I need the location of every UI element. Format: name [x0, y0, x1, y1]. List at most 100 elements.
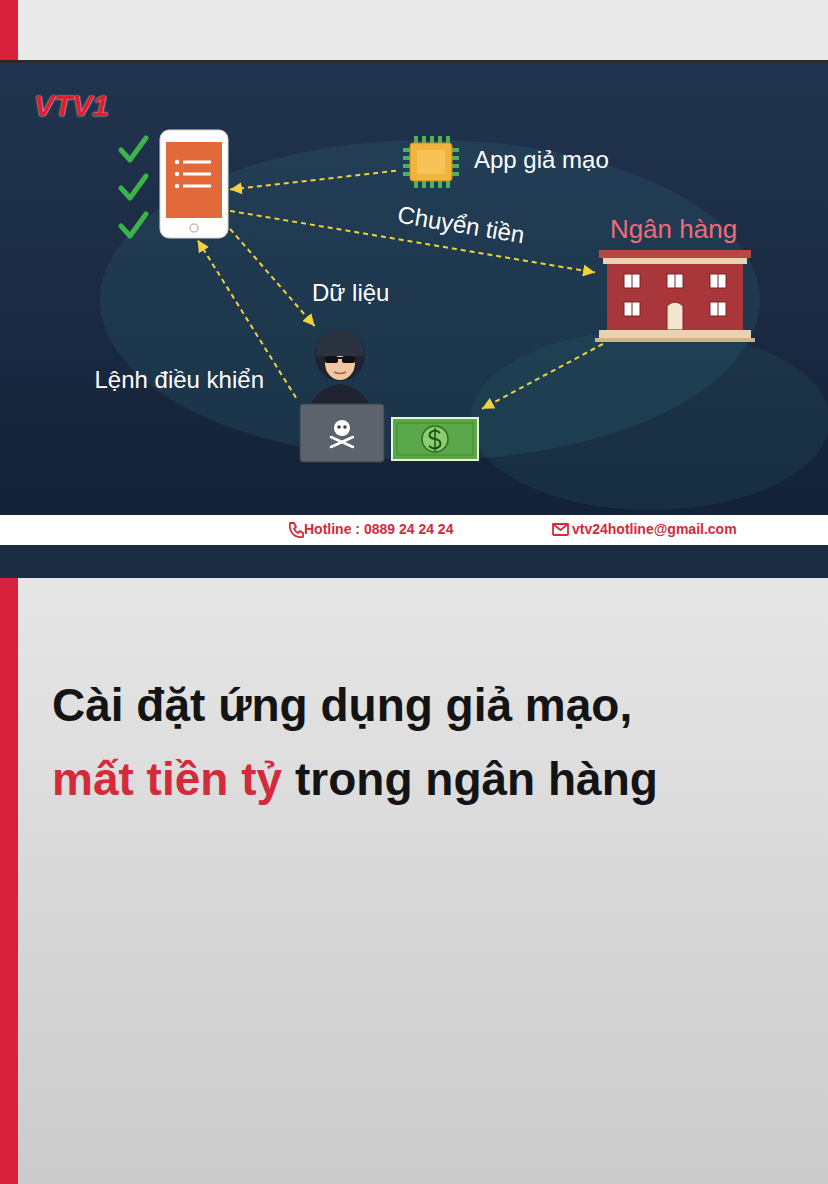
hotline-text: Hotline : 0889 24 24 24 [304, 521, 453, 538]
chip-icon [422, 136, 426, 143]
money-bill [434, 428, 436, 451]
chip-icon [438, 136, 442, 143]
hacker-figure [325, 356, 338, 363]
hacker-figure [343, 425, 347, 429]
chip-icon [403, 136, 459, 188]
hacker-figure [331, 437, 353, 447]
page-background [0, 578, 18, 1184]
hacker-node [296, 326, 482, 464]
bank-building [718, 302, 719, 316]
hacker-figure [342, 356, 355, 363]
hacker-figure [331, 437, 353, 447]
bank-building [632, 302, 633, 316]
chip-icon [403, 148, 410, 152]
page-background [0, 578, 828, 1184]
flow-arrow [230, 171, 396, 190]
channel-logo: VTV1 [34, 88, 109, 124]
chip-icon [430, 136, 434, 143]
hacker-figure [315, 331, 365, 381]
hacker-figure [300, 330, 384, 462]
email-text: vtv24hotline@gmail.com [572, 521, 737, 538]
money-bill [392, 418, 478, 460]
phone-icon [175, 184, 179, 188]
check-marks [121, 176, 146, 198]
money-bill [422, 426, 448, 452]
check-marks [121, 138, 146, 236]
bank-building [710, 302, 726, 316]
hacker-figure [331, 437, 353, 447]
phone-icon [175, 160, 179, 164]
bank-building [624, 274, 640, 288]
hacker-figure [334, 420, 350, 436]
chip-icon [403, 164, 410, 168]
chip-icon [403, 172, 410, 176]
node-label: Ngân hàng [595, 214, 752, 245]
hacker-figure [337, 425, 341, 429]
headline-text: trong ngân hàng [295, 752, 658, 807]
chip-icon [430, 181, 434, 188]
hacker-figure [300, 404, 384, 462]
headline-highlight: mất tiền tỷ [52, 752, 282, 807]
chip-icon [446, 181, 450, 188]
page-background [0, 0, 828, 60]
phone-icon [183, 161, 211, 164]
phone-icon [160, 130, 228, 238]
chip-icon [414, 136, 418, 143]
arrow-label: Lệnh điều khiển [95, 366, 264, 395]
bank-building [599, 330, 751, 338]
flow-arrow [482, 344, 603, 409]
chip-icon [446, 136, 450, 143]
contact-icons [553, 524, 568, 530]
chip-icon [403, 136, 459, 188]
bank-building [607, 264, 743, 330]
page-background [0, 60, 828, 63]
chip-icon [452, 172, 459, 176]
money-bill [392, 418, 478, 460]
phone-icon [190, 224, 198, 232]
hacker-figure [334, 372, 346, 374]
bank-building [718, 274, 719, 288]
phone-icon [183, 173, 211, 176]
node-label: App giả mạo [474, 146, 609, 175]
chip-icon [417, 150, 445, 174]
page-background [0, 0, 18, 60]
money-bill [397, 423, 473, 455]
chip-icon [452, 148, 459, 152]
chip-icon [452, 164, 459, 168]
page-background [470, 330, 828, 510]
bank-node: Ngân hàng [595, 214, 752, 344]
hacker-figure [316, 330, 364, 356]
bank-building [624, 302, 640, 316]
chip-icon [410, 143, 452, 181]
phone-icon [183, 185, 211, 188]
bank-building [595, 250, 755, 342]
chip-icon [403, 156, 410, 160]
page-background [0, 545, 828, 578]
headline-title: Cài đặt ứng dụng giả mạo, [52, 678, 632, 733]
chip-icon [414, 181, 418, 188]
check-marks [121, 138, 146, 160]
bank-building [599, 250, 751, 258]
bank-building [667, 274, 683, 288]
bank-building [603, 258, 747, 264]
page-background [0, 515, 828, 545]
contact-icons [553, 524, 568, 535]
arrow-label: Dữ liệu [312, 279, 389, 308]
chip-icon [452, 156, 459, 160]
bank-building [595, 338, 755, 342]
fake-app-node: App giả mạo [396, 130, 613, 190]
bank-building [710, 274, 726, 288]
hacker-figure [338, 357, 342, 359]
phone-icon [175, 172, 179, 176]
phone-node [158, 128, 230, 240]
chip-icon [422, 181, 426, 188]
check-marks [121, 214, 146, 236]
chip-icon [438, 181, 442, 188]
contact-icons [290, 523, 303, 537]
bank-building [667, 302, 683, 330]
bank-building [632, 274, 633, 288]
